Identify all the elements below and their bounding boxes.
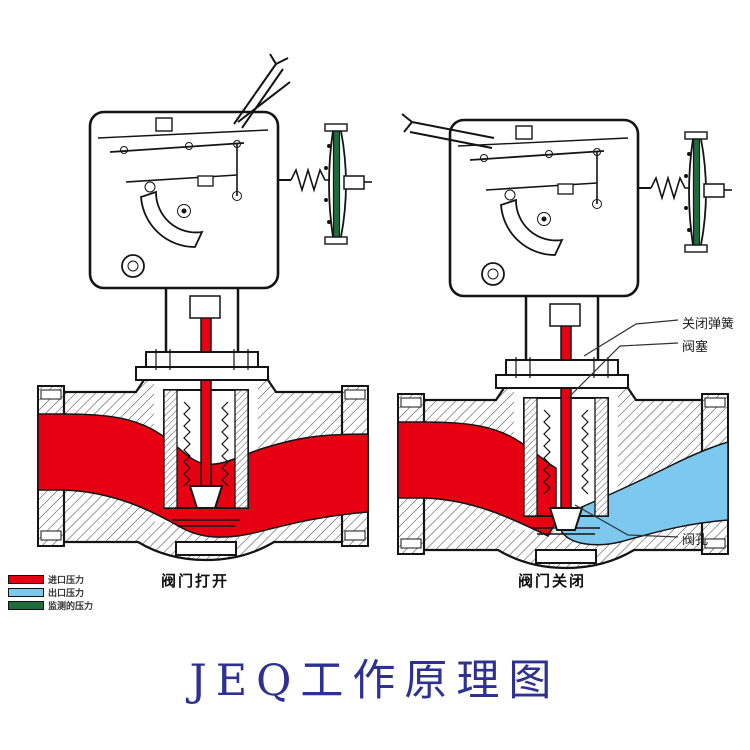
legend-swatch-outlet: [8, 588, 44, 597]
leader-valve-orifice: [574, 504, 679, 538]
legend-swatch-inlet: [8, 575, 44, 584]
valve-diagram: [36, 53, 734, 570]
legend-label-inlet: 进口压力: [48, 575, 85, 585]
valve-open-figure: [36, 53, 374, 562]
legend-item: 进口压力: [8, 574, 93, 585]
label-valve-plug: 阀塞: [682, 339, 709, 354]
legend-swatch-monitored: [8, 601, 44, 610]
caption-valve-closed: 阀门关闭: [517, 573, 587, 590]
diagram-title: JEQ工作原理图: [189, 656, 561, 706]
leader-valve-plug: [567, 342, 679, 399]
valve-closed-figure: [396, 113, 734, 570]
valve-plug: [188, 485, 224, 509]
caption-valve-open: 阀门打开: [160, 573, 230, 590]
legend-item: 出口压力: [8, 587, 93, 598]
leader-closing-spring: [583, 319, 679, 357]
legend-label-monitored: 监测的压力: [48, 601, 94, 611]
legend-item: 监测的压力: [8, 600, 93, 611]
leader-lines: [567, 319, 679, 538]
valve-plug: [548, 507, 584, 531]
label-closing-spring: 关闭弹簧: [682, 316, 735, 331]
label-valve-orifice: 阀孔: [682, 532, 709, 547]
legend-label-outlet: 出口压力: [48, 588, 85, 598]
legend: 进口压力 出口压力 监测的压力: [8, 574, 93, 613]
